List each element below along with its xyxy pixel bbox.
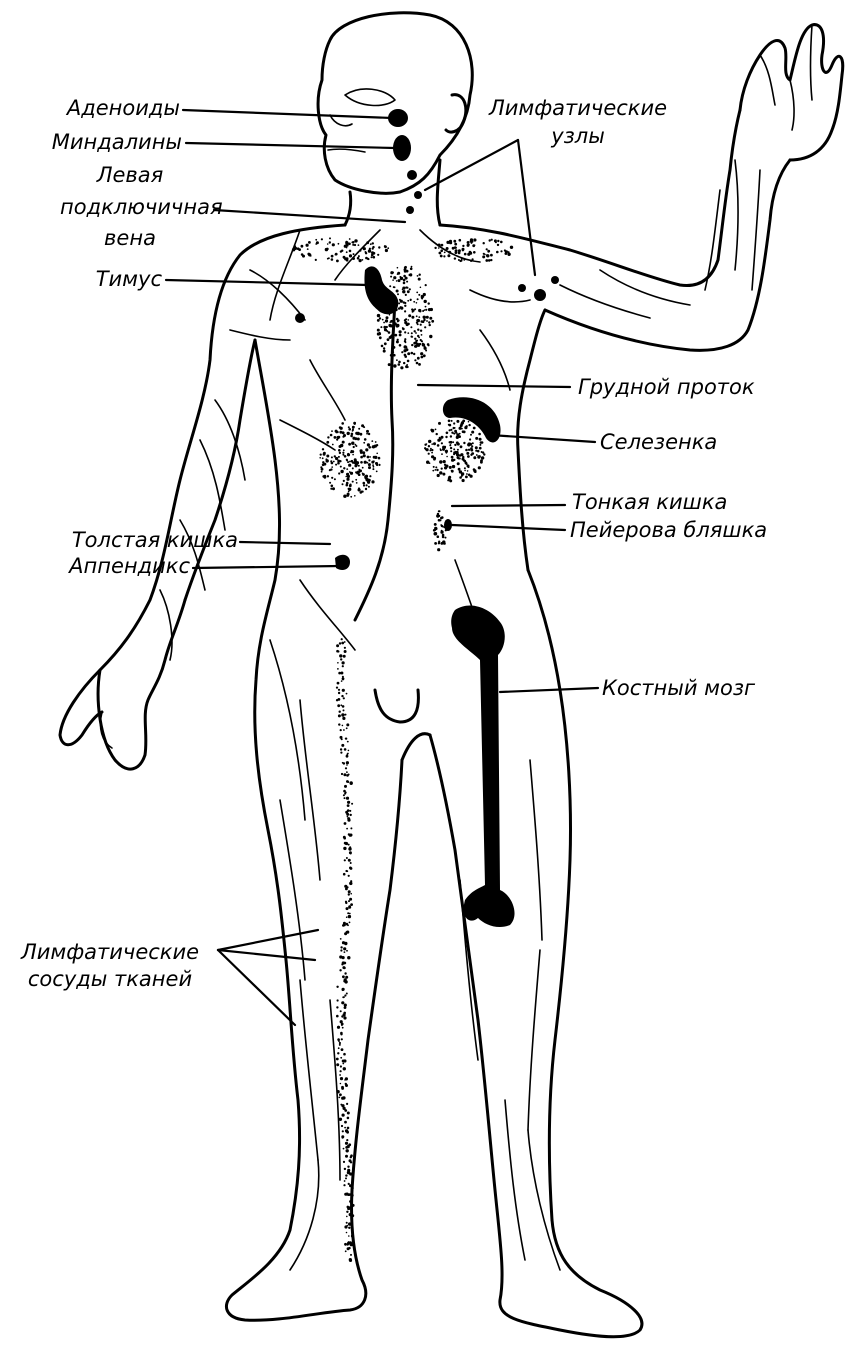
label-adenoids: Аденоиды [30, 96, 180, 120]
femur-shape [451, 606, 514, 927]
label-spleen: Селезенка [600, 430, 717, 454]
label-left-subclavian-vein-3: вена [60, 226, 200, 250]
lymph-vessel-network [160, 160, 760, 1270]
label-lymph-nodes-2: узлы [488, 124, 668, 148]
label-thoracic-duct: Грудной проток [578, 375, 755, 399]
thoracic-duct-line [355, 300, 395, 620]
label-left-subclavian-vein-2: подключичная [60, 195, 210, 219]
label-tissue-lymph-vessels-1: Лимфатические [5, 940, 215, 964]
label-thymus: Тимус [40, 267, 162, 291]
label-tonsils: Миндалины [20, 130, 182, 154]
label-large-intestine: Толстая кишка [10, 528, 238, 552]
stippled-tissue [292, 237, 513, 1262]
organs [295, 109, 559, 927]
label-bone-marrow: Костный мозг [602, 676, 755, 700]
label-appendix: Аппендикс [30, 554, 190, 578]
label-left-subclavian-vein-1: Левая [60, 163, 200, 187]
label-small-intestine: Тонкая кишка [572, 490, 727, 514]
label-peyers-patch: Пейерова бляшка [570, 518, 767, 542]
label-lymph-nodes-1: Лимфатические [488, 96, 668, 120]
leader-lines [166, 110, 598, 1025]
label-tissue-lymph-vessels-2: сосуды тканей [5, 967, 215, 991]
